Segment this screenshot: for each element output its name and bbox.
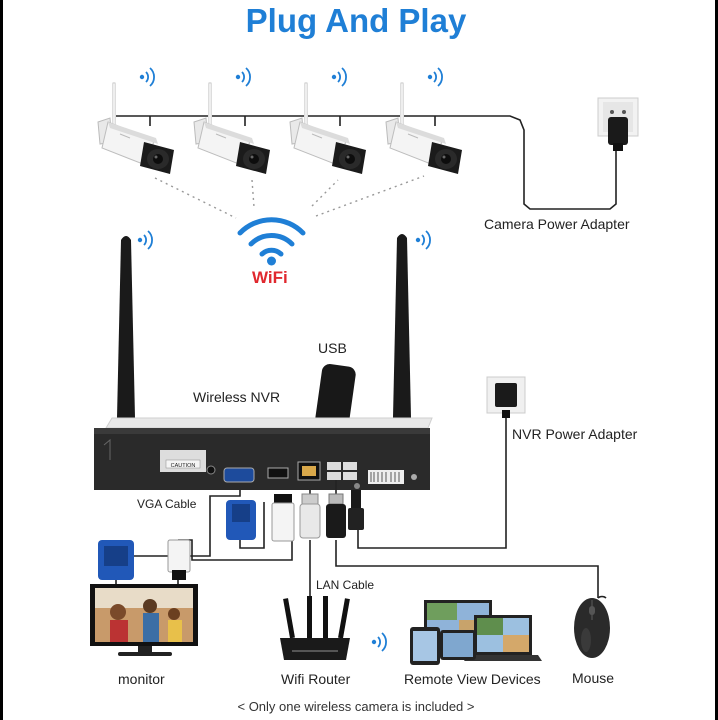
nvr-power-adapter-label: NVR Power Adapter	[512, 426, 638, 442]
camera-power-adapter-label: Camera Power Adapter	[484, 216, 630, 232]
footnote: < Only one wireless camera is included >	[237, 699, 475, 714]
nvr-body: CAUTION	[94, 417, 433, 490]
router-icon	[280, 596, 350, 660]
lan-connector-icon	[299, 493, 321, 539]
usb-connector-icon	[326, 490, 364, 538]
page-title: Plug And Play	[245, 2, 467, 39]
monitor-label: monitor	[118, 671, 165, 687]
remote-view-devices-icon	[410, 600, 542, 665]
vga-connector-icon	[98, 500, 256, 580]
camera-power-adapter-icon	[597, 97, 639, 151]
wireless-nvr-label: Wireless NVR	[193, 389, 281, 405]
usb-label: USB	[318, 340, 347, 356]
nvr-caution-text: CAUTION	[171, 463, 196, 469]
vga-cable-label: VGA Cable	[137, 497, 197, 511]
hdmi-connector-icon	[167, 494, 295, 580]
wifi-symbol-icon	[237, 217, 306, 266]
camera-signal-icons	[138, 67, 443, 87]
wireless-links	[154, 175, 425, 219]
camera-2-icon	[192, 82, 272, 176]
lan-cable-label: LAN Cable	[316, 578, 375, 592]
camera-1-icon	[96, 82, 176, 176]
mouse-label: Mouse	[572, 670, 615, 686]
camera-3-icon	[288, 82, 368, 176]
mouse-icon	[574, 595, 610, 658]
nvr-power-adapter-icon	[486, 376, 526, 418]
remote-view-devices-label: Remote View Devices	[404, 671, 541, 687]
camera-power-cable	[112, 115, 617, 210]
wifi-router-label: Wifi Router	[281, 671, 351, 687]
camera-4-icon	[384, 82, 464, 176]
mouse-cable	[335, 480, 599, 598]
monitor-icon	[90, 584, 198, 656]
wifi-label: WiFi	[252, 268, 288, 287]
